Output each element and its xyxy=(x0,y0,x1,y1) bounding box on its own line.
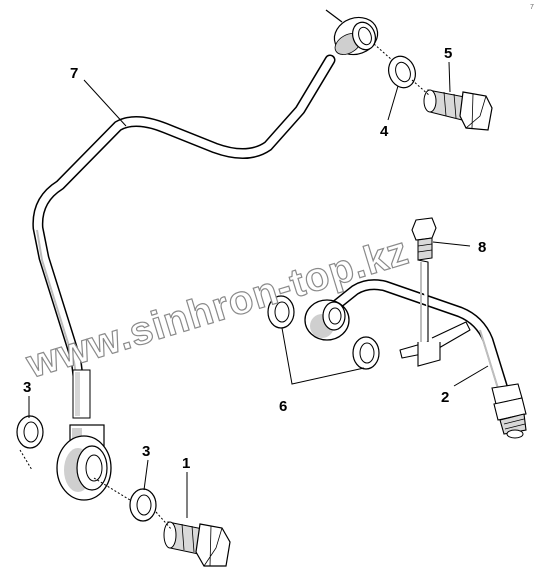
washer-4a xyxy=(267,295,295,329)
watermark: www.sinhron-top.kz xyxy=(21,229,414,387)
label-8: 8 xyxy=(478,239,486,256)
banjo-bolt-6 xyxy=(423,89,493,131)
washer-3b xyxy=(129,488,157,522)
label-3-left: 3 xyxy=(23,379,31,396)
label-7: 7 xyxy=(70,65,78,82)
pipe-7 xyxy=(32,54,336,419)
banjo-bolt-1 xyxy=(163,521,231,567)
corner-mark: 7 xyxy=(530,4,534,11)
label-4: 6 xyxy=(279,398,287,415)
washer-4b xyxy=(352,336,380,370)
banjo-eye-top xyxy=(325,9,379,56)
label-2: 2 xyxy=(441,389,449,406)
banjo-eye-bottom xyxy=(56,424,112,501)
pipe-2 xyxy=(304,259,527,439)
label-5: 4 xyxy=(380,123,389,140)
bolt-8 xyxy=(411,217,437,261)
washer-5 xyxy=(388,55,416,89)
label-1: 1 xyxy=(182,455,190,472)
label-3-bottom: 3 xyxy=(142,443,150,460)
label-6: 5 xyxy=(444,45,452,62)
washer-3a xyxy=(16,415,44,449)
leader-lines xyxy=(19,43,489,531)
